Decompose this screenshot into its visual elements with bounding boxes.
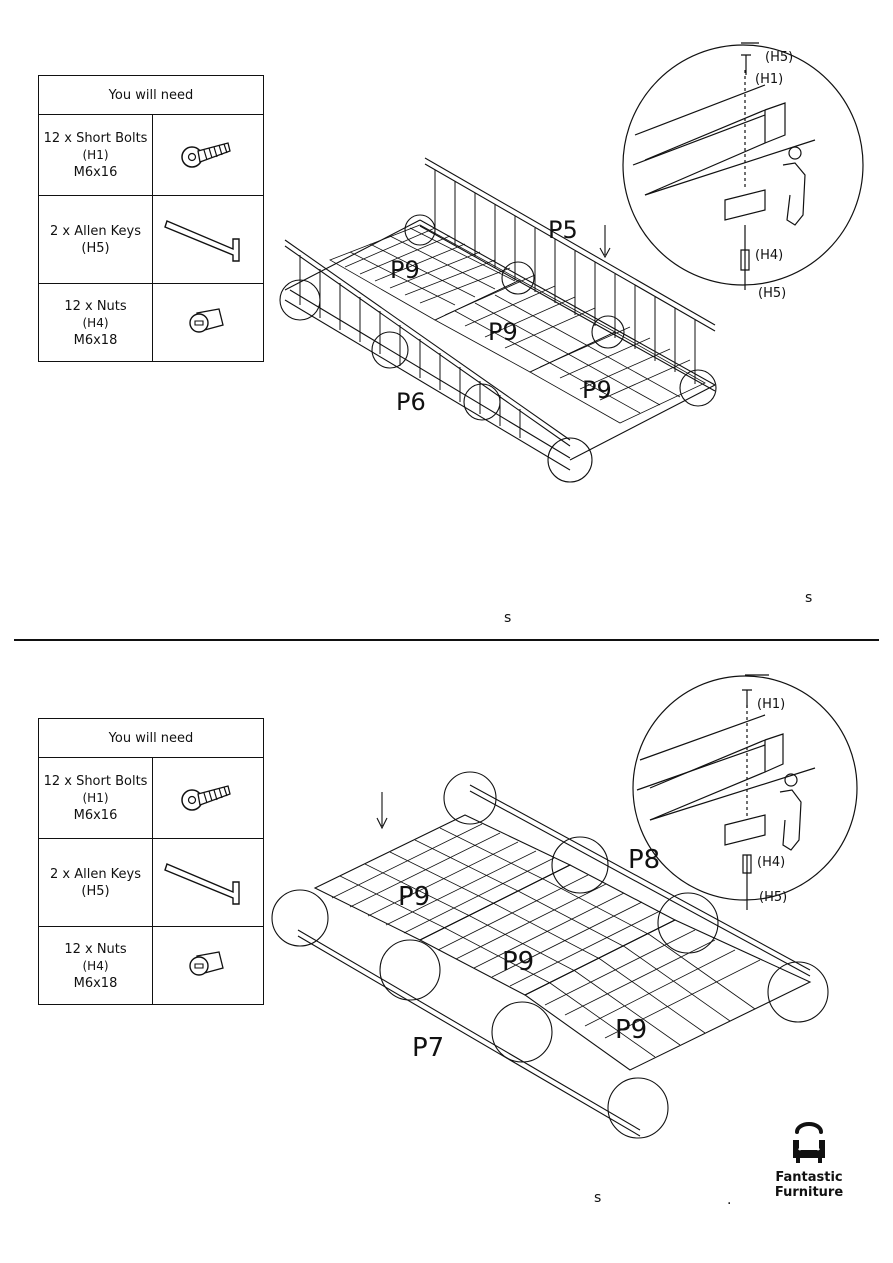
parts-row-nuts: 12 x Nuts (H4) M6x18 bbox=[39, 284, 263, 362]
allen-key-icon bbox=[164, 219, 240, 262]
stray-mark: . bbox=[727, 1192, 732, 1208]
part-name: 12 x Short Bolts bbox=[43, 773, 148, 789]
label-p9: P9 bbox=[582, 376, 612, 404]
parts-table-header: You will need bbox=[39, 76, 263, 115]
part-code: (H1) bbox=[82, 147, 109, 162]
part-code: (H4) bbox=[82, 315, 109, 330]
parts-row-allen-keys: 2 x Allen Keys (H5) bbox=[39, 196, 263, 284]
part-size: M6x16 bbox=[73, 164, 118, 180]
label-h4: (H4) bbox=[755, 248, 783, 263]
label-p6: P6 bbox=[396, 388, 426, 416]
part-code: (H5) bbox=[81, 883, 110, 899]
nut-icon bbox=[189, 951, 224, 976]
part-name: 12 x Short Bolts bbox=[43, 130, 148, 146]
logo-text: Furniture bbox=[774, 1185, 844, 1200]
part-size: M6x18 bbox=[73, 332, 118, 348]
allen-key-icon bbox=[164, 862, 240, 905]
label-h5: (H5) bbox=[758, 286, 786, 301]
parts-row-bolts: 12 x Short Bolts (H1) M6x16 bbox=[39, 758, 263, 839]
nut-icon bbox=[189, 308, 224, 333]
step2-detail-view: (H1) (H4) (H5) bbox=[632, 674, 858, 910]
bolt-icon bbox=[181, 142, 231, 168]
label-h4: (H4) bbox=[757, 855, 785, 870]
label-p9: P9 bbox=[488, 318, 518, 346]
part-size: M6x16 bbox=[73, 807, 118, 823]
part-name: 12 x Nuts bbox=[64, 941, 127, 957]
label-p9: P9 bbox=[390, 256, 420, 284]
parts-table-header: You will need bbox=[39, 719, 263, 758]
part-code: (H5) bbox=[81, 240, 110, 256]
step2-assembly-diagram: P8 P9 P9 P9 P7 bbox=[271, 771, 829, 1139]
part-name: 2 x Allen Keys bbox=[49, 223, 142, 239]
label-h5: (H5) bbox=[765, 50, 793, 65]
part-size: M6x18 bbox=[73, 975, 118, 991]
part-name: 12 x Nuts bbox=[64, 298, 127, 314]
part-code: (H4) bbox=[82, 958, 109, 973]
stray-mark: s bbox=[805, 590, 813, 606]
logo-text: Fantastic bbox=[775, 1170, 843, 1185]
label-h1: (H1) bbox=[757, 697, 785, 712]
label-p9: P9 bbox=[502, 947, 534, 977]
brand-logo: Fantastic Furniture bbox=[764, 1122, 854, 1200]
stray-mark: s bbox=[594, 1190, 602, 1206]
label-p8: P8 bbox=[628, 845, 660, 875]
parts-row-nuts: 12 x Nuts (H4) M6x18 bbox=[39, 927, 263, 1005]
part-code: (H1) bbox=[82, 790, 109, 805]
label-p9: P9 bbox=[398, 882, 430, 912]
label-p9: P9 bbox=[615, 1015, 647, 1045]
step1-detail-view: (H5) (H1) (H4) (H5) bbox=[622, 42, 864, 301]
parts-table-step1: You will need 12 x Short Bolts (H1) M6x1… bbox=[38, 75, 264, 362]
stray-mark: s bbox=[504, 610, 512, 626]
bolt-icon bbox=[181, 785, 231, 811]
label-h5: (H5) bbox=[759, 890, 787, 905]
parts-table-step2: You will need 12 x Short Bolts (H1) M6x1… bbox=[38, 718, 264, 1005]
section-divider bbox=[14, 639, 879, 641]
label-p5: P5 bbox=[548, 216, 578, 244]
parts-row-bolts: 12 x Short Bolts (H1) M6x16 bbox=[39, 115, 263, 196]
part-name: 2 x Allen Keys bbox=[49, 866, 142, 882]
step1-assembly-diagram: P5 P9 P9 P9 P6 bbox=[279, 157, 717, 483]
label-h1: (H1) bbox=[755, 72, 783, 87]
label-p7: P7 bbox=[412, 1033, 444, 1063]
armchair-logo-icon bbox=[793, 1122, 825, 1163]
parts-row-allen-keys: 2 x Allen Keys (H5) bbox=[39, 839, 263, 927]
